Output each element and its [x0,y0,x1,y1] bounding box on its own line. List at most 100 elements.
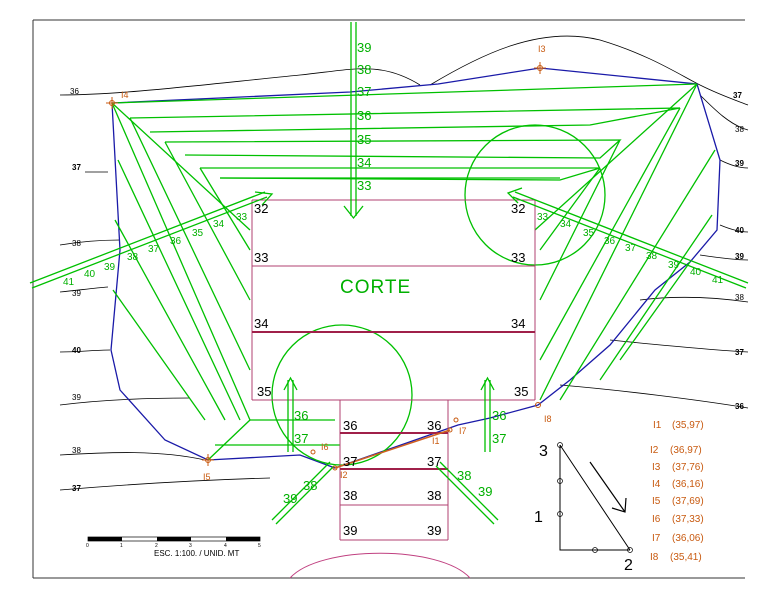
top-labels: 39 38 37 36 35 34 33 [357,40,371,193]
ramp-level: 36 [343,418,357,433]
link-i2-i1 [334,429,451,469]
scale-caption: ESC. 1:100. / UNID. MT [154,549,239,558]
terrain-label: 37 [72,163,81,172]
scale-bar: 0 1 2 3 4 5 ESC. 1:100. / UNID. MT [86,536,261,558]
ramp-side-label: 39 [283,491,297,506]
cut-level: 33 [511,250,525,265]
slope-label: 37 [625,243,637,254]
legend-id: I7 [652,533,661,544]
legend-value: (35,41) [670,552,702,563]
orientation-inset: 3 1 2 [534,442,633,574]
ramp-side-label: 38 [303,478,317,493]
slope-label: 41 [712,275,724,286]
scale-tick: 3 [189,543,192,549]
scale-tick: 4 [224,543,227,549]
ramp-level: 37 [427,454,441,469]
cut-level: 35 [514,384,528,399]
point-label: I3 [538,44,546,54]
points-legend: I1 (35,97) I2 (36,97) I3 (37,76) I4 (36,… [650,420,704,563]
legend-id: I6 [652,514,661,525]
slope-label: 35 [192,228,204,239]
cut-level: 32 [511,201,525,216]
flow-arrows [29,22,749,525]
legend-id: I8 [650,552,659,563]
survey-points [106,62,546,471]
cut-box [251,199,536,541]
ramp-side-label: 39 [478,484,492,499]
legend-value: (36,97) [670,445,702,456]
top-label: 38 [357,62,371,77]
ramp-level: 38 [343,488,357,503]
legend-id: I1 [653,420,662,431]
slope-label: 39 [104,262,116,273]
point-label: I6 [321,442,329,452]
terrain-label: 38 [735,293,744,302]
slope-label: 38 [646,251,658,262]
ramp-side-label: 37 [492,431,506,446]
right-slope-labels: 33 34 35 36 37 38 39 40 41 [537,212,724,286]
slope-label: 40 [84,269,96,280]
slope-label: 34 [213,219,225,230]
terrain-label: 37 [733,91,742,100]
scale-tick: 2 [155,543,158,549]
ramp-level-labels: 36 36 37 37 38 38 39 39 [343,418,441,538]
terrain-label: 36 [735,402,744,411]
legend-value: (36,16) [672,479,704,490]
point-label: I1 [432,436,440,446]
ramp-level: 39 [343,523,357,538]
cut-level: 34 [511,316,525,331]
top-label: 34 [357,155,371,170]
point-label: I8 [544,414,552,424]
terrain-label: 38 [735,125,744,134]
ramp-level: 36 [427,418,441,433]
terrain-label: 39 [735,252,744,261]
terrain-labels: 36 37 38 39 40 39 38 37 37 38 39 40 39 3… [70,87,744,493]
cut-level: 32 [254,201,268,216]
fill-perimeter [110,67,721,469]
slope-label: 33 [537,212,549,223]
top-label: 35 [357,132,371,147]
cut-level-labels: 32 32 33 33 34 34 35 35 [254,201,528,399]
slope-label: 39 [668,260,680,271]
point-label: I5 [203,472,211,482]
fill-slope-bands [111,83,716,461]
legend-id: I4 [652,479,661,490]
top-label: 37 [357,84,371,99]
cut-arc-bottom [289,552,471,579]
ramp-side-label: 36 [294,408,308,423]
terrain-label: 39 [72,393,81,402]
inset-number: 1 [534,509,543,526]
legend-id: I3 [652,462,661,473]
top-label: 36 [357,108,371,123]
ramp-side-labels: 36 37 36 37 38 39 38 39 [283,408,506,506]
ramp-level: 39 [427,523,441,538]
ramp-level: 37 [343,454,357,469]
ramp-side-label: 36 [492,408,506,423]
terrain-label: 38 [72,446,81,455]
ramp-side-label: 37 [294,431,308,446]
legend-id: I5 [652,496,661,507]
terrain-label: 40 [735,226,744,235]
slope-label: 36 [604,236,616,247]
slope-label: 40 [690,267,702,278]
point-label: I2 [340,470,348,480]
legend-id: I2 [650,445,659,456]
terrain-label: 37 [735,348,744,357]
slope-label: 33 [236,212,248,223]
terrain-label: 36 [70,87,79,96]
left-slope-labels: 33 34 35 36 37 38 39 40 41 [63,212,248,288]
slope-label: 41 [63,277,75,288]
point-label: I4 [121,90,129,100]
cut-level: 34 [254,316,268,331]
slope-label: 36 [170,236,182,247]
scale-tick: 1 [120,543,123,549]
legend-value: (37,76) [672,462,704,473]
inset-number: 3 [539,443,548,460]
terrain-label: 37 [72,484,81,493]
slope-label: 37 [148,244,160,255]
legend-value: (37,69) [672,496,704,507]
terrain-label: 40 [72,346,81,355]
cut-level: 33 [254,250,268,265]
section-label: CORTE [340,277,411,298]
